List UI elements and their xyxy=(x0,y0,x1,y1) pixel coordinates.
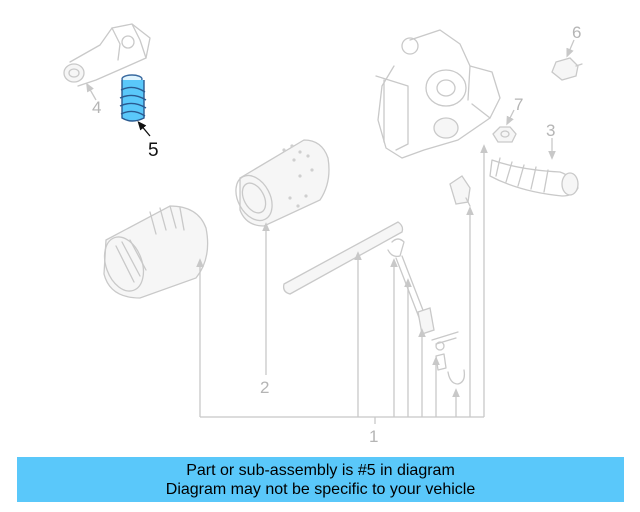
filter-cylinder xyxy=(235,139,330,227)
callout-5: 5 xyxy=(148,140,159,161)
callout-6-leader xyxy=(566,39,575,58)
parts-diagram: 1 2 3 4 5 6 7 xyxy=(63,23,583,446)
bleeder-screw xyxy=(431,331,459,371)
banner-line-1: Part or sub-assembly is #5 in diagram xyxy=(186,462,455,479)
part-4-housing xyxy=(63,23,151,87)
callout-7: 7 xyxy=(514,95,523,114)
callout-7-leader xyxy=(506,109,515,126)
spring-rod xyxy=(395,255,435,335)
banner-line-2: Diagram may not be specific to your vehi… xyxy=(165,481,476,498)
callout-3: 3 xyxy=(546,121,555,140)
clip xyxy=(387,238,405,258)
callout-1-leaders xyxy=(196,144,488,424)
callout-4: 4 xyxy=(92,98,101,117)
housing-assembly xyxy=(375,29,501,159)
part-3-hose xyxy=(489,157,579,197)
part-7-nut xyxy=(492,126,517,143)
callout-6: 6 xyxy=(572,23,581,42)
callout-4-leader xyxy=(86,82,97,101)
part-6-fitting xyxy=(551,57,583,81)
callout-2: 2 xyxy=(260,378,269,397)
rod xyxy=(282,221,404,295)
filter-large xyxy=(103,205,209,299)
callout-5-leader xyxy=(137,121,151,137)
info-banner: Part or sub-assembly is #5 in diagram Di… xyxy=(17,457,624,502)
valve xyxy=(449,175,471,207)
callout-1: 1 xyxy=(369,427,378,446)
part-5-boot xyxy=(119,74,147,122)
u-clip xyxy=(447,369,466,385)
